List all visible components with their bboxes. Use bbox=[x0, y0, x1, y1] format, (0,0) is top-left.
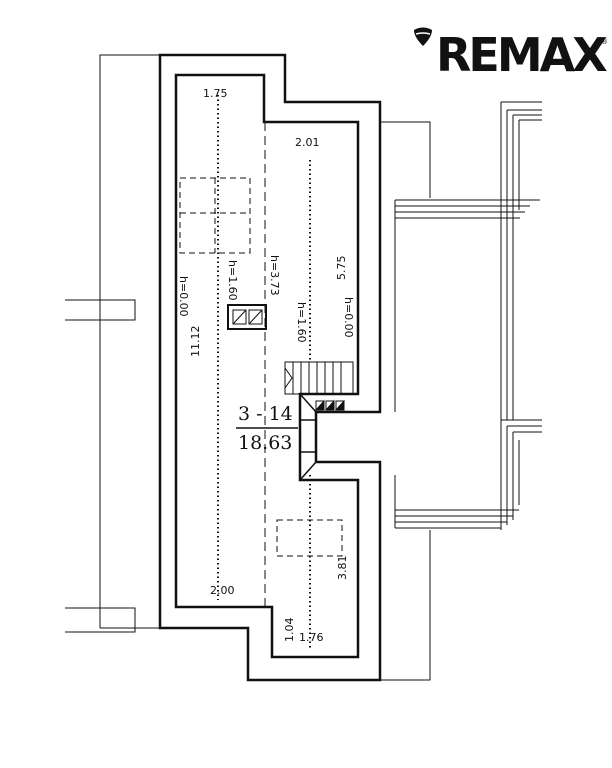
dim-bottom-stub-depth: 1.04 bbox=[283, 618, 296, 643]
room-area: 18.63 bbox=[238, 432, 292, 454]
skylight-windows bbox=[179, 177, 343, 557]
registered-mark: ® bbox=[601, 38, 608, 46]
inner-wall bbox=[174, 73, 360, 659]
height-eave-right: h=0.00 bbox=[342, 297, 355, 338]
height-ridge: h=3.73 bbox=[268, 255, 281, 296]
logo-wordmark: REMAX bbox=[436, 28, 608, 82]
outer-wall bbox=[158, 53, 382, 682]
balloon-icon bbox=[414, 27, 432, 46]
dim-top-left-width: 1.75 bbox=[203, 87, 228, 100]
height-eave-left: h=0.00 bbox=[177, 276, 190, 317]
room-number: 3 - 14 bbox=[238, 403, 293, 425]
chimney bbox=[227, 304, 267, 330]
height-knee-right: h=1.60 bbox=[295, 302, 308, 343]
height-knee-left: h=1.60 bbox=[226, 260, 239, 301]
vent-blocks bbox=[314, 399, 345, 411]
terrace-outline bbox=[394, 101, 542, 530]
remax-logo: REMAX ® bbox=[410, 26, 610, 82]
knee-wall-lines bbox=[217, 95, 311, 650]
dim-main-length: 11.12 bbox=[189, 326, 202, 358]
door-opening bbox=[299, 393, 317, 481]
dim-bottom-width: 2.00 bbox=[210, 584, 235, 597]
dim-top-right-width: 2.01 bbox=[295, 136, 320, 149]
dim-bottom-stub-width: 1.76 bbox=[299, 631, 324, 644]
outer-building-outline bbox=[65, 54, 431, 681]
staircase bbox=[284, 361, 354, 395]
dim-right-depth: 5.75 bbox=[335, 256, 348, 281]
dim-lower-length: 3.81 bbox=[336, 556, 349, 581]
